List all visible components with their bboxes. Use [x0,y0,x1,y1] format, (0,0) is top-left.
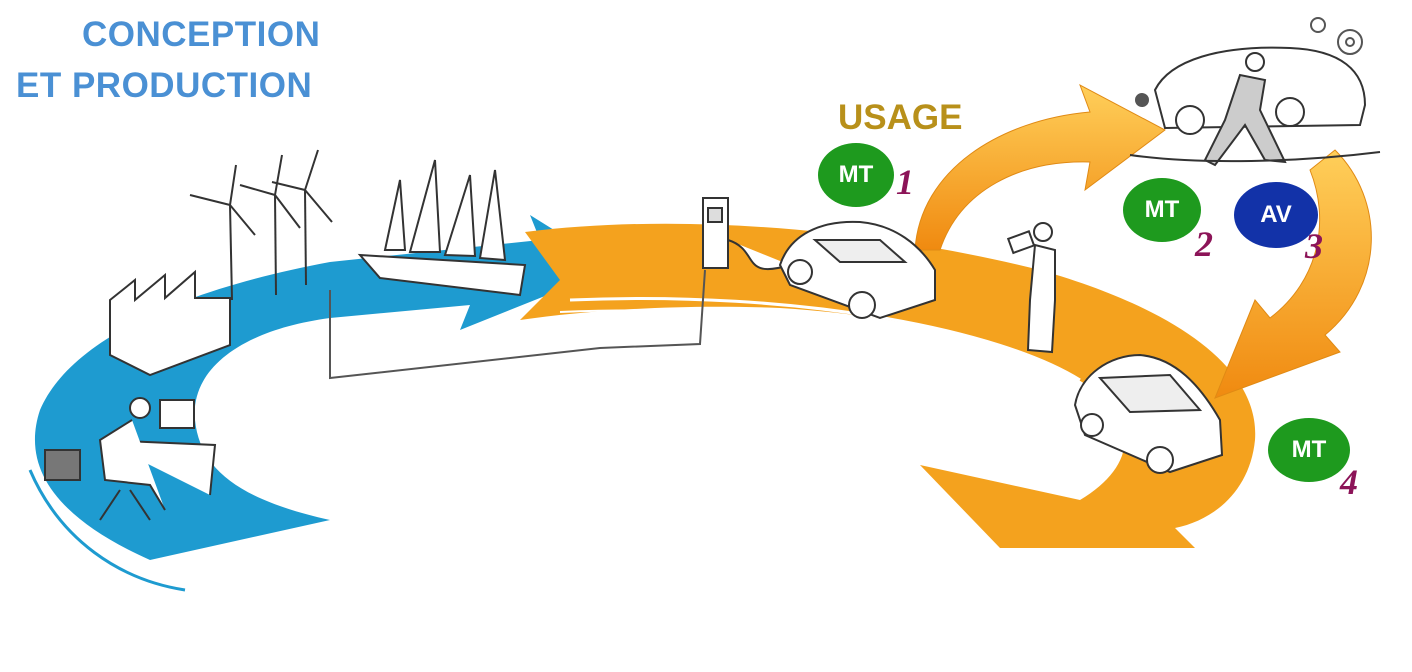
mechanic-repairing-car-icon [1129,46,1381,167]
conception-title-line1: CONCEPTION [82,15,321,54]
minivan-icon [1073,353,1224,474]
person-with-tablet-icon [1006,222,1056,354]
factory-icon [109,269,231,377]
badge-mt-2: MT [1123,178,1201,242]
badge-number-1: 1 [896,162,914,202]
badge-av-3: AV [1234,182,1318,248]
wind-turbine-icon [189,149,333,301]
orange-arc-arrow [520,223,1256,549]
sailboat-icon [357,159,527,297]
curved-arrow-to-reuse [1214,149,1372,399]
conception-title-line2: ET PRODUCTION [16,66,313,105]
blue-arc-lines [28,469,186,592]
designer-at-desk-icon [44,397,217,521]
badge-mt-4: MT [1268,418,1350,482]
badge-number-2: 2 [1195,224,1213,264]
electric-car-icon [778,220,936,320]
blue-arc-arrow [34,215,616,560]
badge-number-4: 4 [1340,462,1358,502]
orange-inner-lines [559,309,1071,393]
curved-arrow-to-repair [914,83,1166,251]
badge-number-3: 3 [1305,226,1323,266]
gear-icon [1135,17,1363,107]
usage-title: USAGE [838,98,963,137]
charging-station-icon [702,197,791,271]
power-cable [329,269,706,380]
badge-mt-1: MT [818,143,894,207]
